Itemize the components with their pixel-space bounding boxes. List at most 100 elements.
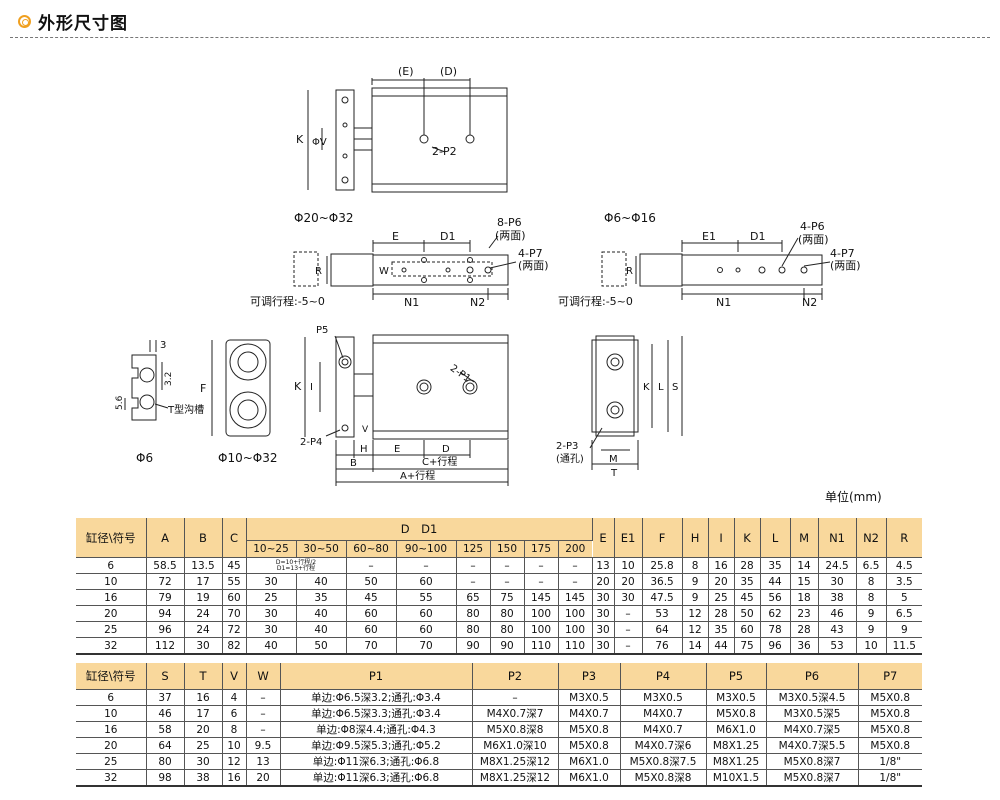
col-n2: N2 xyxy=(856,518,887,558)
label-v: V xyxy=(362,425,369,435)
label-b: B xyxy=(350,458,357,469)
table-cell: 16 xyxy=(76,589,147,606)
table-cell: 94 xyxy=(146,605,185,622)
table-cell: 9 xyxy=(682,589,709,606)
table-cell: 70 xyxy=(222,605,247,622)
table-cell: 70 xyxy=(346,637,397,655)
table-header-cell: P6 xyxy=(766,663,859,690)
bottom-view-small xyxy=(601,237,831,300)
table-cell: M5X0.8 xyxy=(858,689,922,706)
label-adjust-2: 可调行程:-5~0 xyxy=(558,295,633,308)
table-cell: 9 xyxy=(682,573,709,590)
table-cell: M5X0.8 xyxy=(706,705,767,722)
table-cell: 76 xyxy=(642,637,683,655)
label-a-stroke: A+行程 xyxy=(400,469,435,482)
table-cell: 25 xyxy=(184,737,223,754)
table-cell: M4X0.7 xyxy=(620,705,707,722)
label-e-bottom: E xyxy=(394,444,400,455)
table-cell: 78 xyxy=(760,621,791,638)
label-e1: E1 xyxy=(702,230,716,243)
table-cell: 单边:Φ9.5深5.3;通孔:Φ5.2 xyxy=(280,737,473,754)
col-d-sub: 175 xyxy=(524,540,559,558)
table-cell: 58.5 xyxy=(146,557,185,574)
table-cell: 8 xyxy=(682,557,709,574)
table-cell: 单边:Φ8深4.4;通孔:Φ4.3 xyxy=(280,721,473,738)
table-cell: 36.5 xyxy=(642,573,683,590)
table-cell: 28 xyxy=(734,557,761,574)
table-cell: 64 xyxy=(642,621,683,638)
table-cell: 55 xyxy=(396,589,457,606)
table-cell: 40 xyxy=(296,605,347,622)
label-range-large: Φ20~Φ32 xyxy=(294,211,353,225)
side-view xyxy=(304,334,509,486)
table-cell: 20 xyxy=(76,605,147,622)
table-cell: 60 xyxy=(346,605,397,622)
table-cell: 单边:Φ6.5深3.2;通孔:Φ3.4 xyxy=(280,689,473,706)
table-cell: 32 xyxy=(76,769,147,787)
label-m: M xyxy=(609,454,618,465)
section-header: 外形尺寸图 xyxy=(18,6,128,36)
label-phiv-top: ΦV xyxy=(312,137,327,148)
label-2p4: 2-P4 xyxy=(300,437,322,448)
col-d-sub: 200 xyxy=(558,540,593,558)
label-p5: P5 xyxy=(316,325,328,336)
table-cell: M5X0.8 xyxy=(858,705,922,722)
table-cell: 58 xyxy=(146,721,185,738)
table-cell: 110 xyxy=(524,637,559,655)
label-8p6: 8-P6 xyxy=(497,216,522,229)
table-cell: 30 xyxy=(184,637,223,655)
table-cell: 30 xyxy=(592,621,615,638)
table-cell: 23 xyxy=(790,605,819,622)
col-d-sub: 150 xyxy=(490,540,525,558)
table-cell: 11.5 xyxy=(886,637,923,655)
table-cell: 60 xyxy=(222,589,247,606)
table-cell: 75 xyxy=(734,637,761,655)
table-cell: M5X0.8深7 xyxy=(766,769,859,787)
table-cell: 96 xyxy=(146,621,185,638)
table-header-cell: P4 xyxy=(620,663,707,690)
col-h: H xyxy=(682,518,709,558)
table-cell: – xyxy=(246,705,281,722)
col-a: A xyxy=(146,518,185,558)
table-cell: 46 xyxy=(146,705,185,722)
label-both-sides-2: (两面) xyxy=(518,259,549,272)
table-header-cell: P3 xyxy=(558,663,621,690)
col-k: K xyxy=(734,518,761,558)
col-d-sub: 60~80 xyxy=(346,540,397,558)
table-cell: – xyxy=(456,573,491,590)
table-cell: M4X0.7深6 xyxy=(620,737,707,754)
table-cell: 14 xyxy=(682,637,709,655)
table-cell: 60 xyxy=(396,605,457,622)
table-cell: 10 xyxy=(76,705,147,722)
col-n1: N1 xyxy=(818,518,857,558)
label-4p6: 4-P6 xyxy=(800,220,825,233)
table-cell: 30 xyxy=(246,605,297,622)
table-cell: 60 xyxy=(346,621,397,638)
table-cell: 1/8" xyxy=(858,769,922,787)
table-cell: 53 xyxy=(818,637,857,655)
table-cell: 35 xyxy=(734,573,761,590)
table-header-cell: P1 xyxy=(280,663,473,690)
table-cell: 1/8" xyxy=(858,753,922,770)
table-cell: 8 xyxy=(856,589,887,606)
table-cell: 20 xyxy=(184,721,223,738)
table-cell: – xyxy=(558,573,593,590)
top-view-drawing xyxy=(307,78,508,193)
table-cell: 9 xyxy=(856,605,887,622)
table-cell: 80 xyxy=(146,753,185,770)
table-cell: 24 xyxy=(184,605,223,622)
table-cell: 90 xyxy=(456,637,491,655)
table-cell: 145 xyxy=(524,589,559,606)
col-e: E xyxy=(592,518,615,558)
table-cell: 47.5 xyxy=(642,589,683,606)
table-cell: 50 xyxy=(734,605,761,622)
col-f: F xyxy=(642,518,683,558)
table-cell: 100 xyxy=(558,621,593,638)
table-cell: M8X1.25深12 xyxy=(472,769,559,787)
